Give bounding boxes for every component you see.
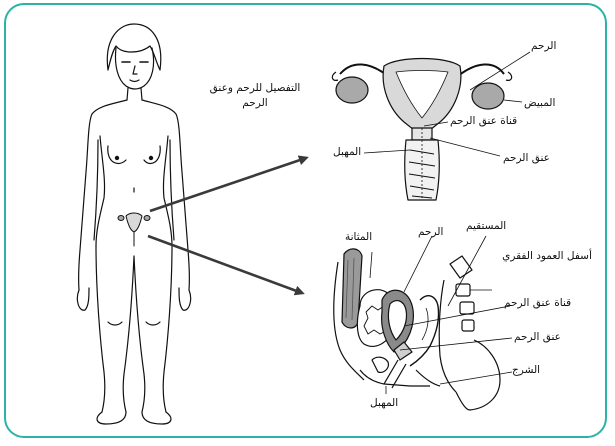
body-figure — [77, 24, 190, 424]
arrow-to-front-view — [150, 158, 306, 211]
label-uterus-front: الرحم — [531, 40, 556, 53]
label-ovary: المبيض — [524, 97, 555, 110]
label-rectum: المستقيم — [466, 220, 506, 233]
side-view-diagram — [334, 236, 512, 410]
right-ovary — [472, 83, 504, 109]
label-cervix-front: عنق الرحم — [503, 152, 550, 165]
rectum — [410, 296, 439, 366]
legs — [96, 246, 172, 412]
label-cervical-canal-side: قناة عنق الرحم — [504, 297, 571, 310]
label-lower-spine: أسفل العمود الفقري — [500, 249, 594, 264]
label-bladder: المثانة — [345, 231, 372, 244]
label-vagina-side: المهبل — [370, 397, 398, 410]
detail-title: التفصيل للرحم وعنق الرحم — [196, 81, 314, 111]
label-uterus-side: الرحم — [418, 226, 443, 239]
label-cervix-side: عنق الرحم — [514, 331, 561, 344]
label-vagina-front: المهبل — [333, 146, 361, 159]
label-anus: الشرج — [512, 364, 540, 377]
left-ovary — [336, 77, 368, 103]
pelvis-uterus-icon — [118, 213, 150, 246]
label-cervical-canal-front: قناة عنق الرحم — [450, 115, 517, 128]
spine — [450, 256, 472, 278]
